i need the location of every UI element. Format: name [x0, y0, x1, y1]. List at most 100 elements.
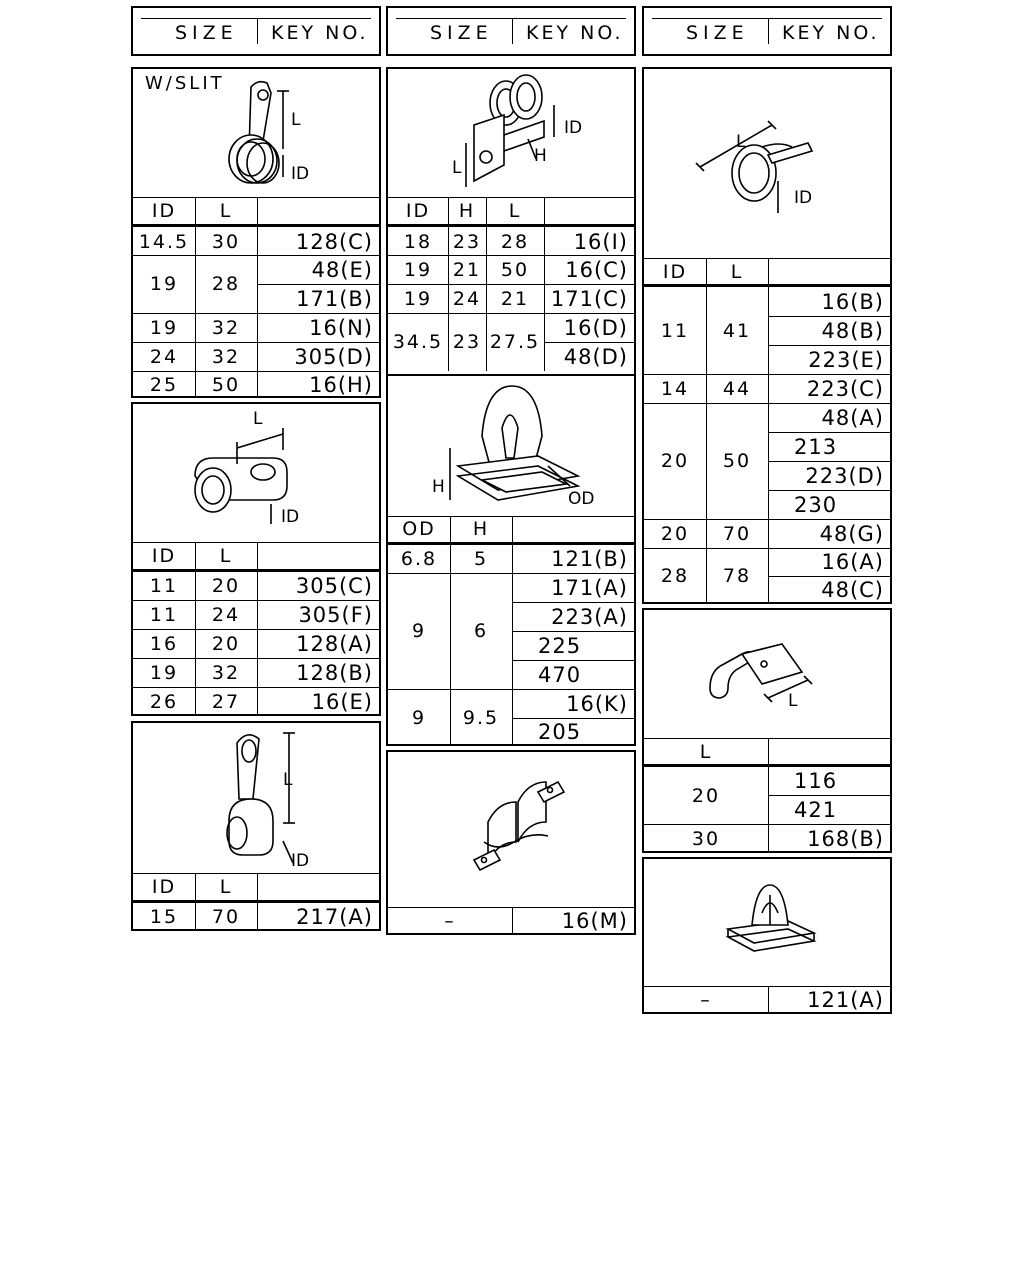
key-number: 16(I)	[573, 229, 628, 254]
column-header: SIZE KEY NO.	[642, 6, 892, 56]
key-number: 230	[794, 492, 838, 517]
table-cell: 23	[452, 331, 482, 353]
table-cell: 70	[211, 906, 241, 928]
size-dash: –	[444, 910, 456, 932]
col-header-id: ID	[151, 200, 177, 222]
table-cell: 11	[149, 575, 179, 597]
table-cell: 24	[211, 603, 241, 626]
dim-id-label: ID	[281, 507, 299, 527]
col-header-h: H	[458, 200, 476, 222]
bracket-clip-drawing: L H ID	[452, 74, 582, 187]
bracket-clip-diagram: L H ID	[388, 69, 634, 197]
key-number: 171(A)	[551, 575, 628, 600]
key-number: 168(B)	[807, 826, 884, 851]
key-number: 48(C)	[821, 578, 884, 602]
flat-tab-clip-diagram: L	[644, 610, 890, 738]
dim-l-label: L	[736, 132, 746, 152]
key-number: 128(C)	[295, 229, 373, 254]
table-cell: 41	[722, 319, 752, 342]
table-cell: 20	[211, 632, 241, 655]
key-number: 223(D)	[805, 463, 884, 488]
table-cell: 25	[149, 373, 179, 396]
key-number: 305(C)	[295, 574, 373, 598]
col-header-id: ID	[405, 200, 431, 222]
table-cell: 50	[500, 258, 530, 281]
table-cell: 32	[211, 316, 241, 339]
key-number: 16(B)	[821, 289, 884, 314]
key-no-header: KEY NO.	[782, 22, 880, 44]
key-number: 16(C)	[565, 257, 628, 282]
table-cell: 24	[452, 287, 482, 310]
key-number: 121(B)	[551, 547, 628, 571]
table-cell: 34.5	[392, 331, 444, 353]
flat-tab-clip-panel: L L 20 116 421 30 168(B)	[642, 608, 892, 853]
slit-clip-diagram: W/SLIT L ID	[133, 69, 379, 197]
saddle-clip-diagram: L ID	[133, 404, 379, 542]
dim-h-label: H	[534, 146, 547, 166]
slit-clip-drawing: L ID	[228, 80, 309, 184]
key-number: 213	[794, 434, 838, 459]
slit-clip-panel: W/SLIT L ID ID L 14.5	[131, 67, 381, 398]
col-header-l: L	[219, 200, 233, 222]
table-cell: 32	[211, 661, 241, 684]
table-cell: 20	[691, 784, 721, 807]
table-cell: 50	[211, 373, 241, 396]
table-cell: 28	[660, 565, 690, 587]
table-cell: 23	[452, 230, 482, 253]
bracket-clip-panel: L H ID ID H L 18 23 28 16(I) 19 21 50 16…	[386, 67, 636, 398]
push-in-clip-diagram: H OD	[388, 376, 634, 516]
key-number: 225	[538, 633, 582, 658]
fir-tree-clip-diagram	[644, 859, 890, 986]
key-number: 470	[538, 662, 582, 687]
table-cell: 9	[411, 620, 427, 642]
table-cell: 19	[149, 273, 179, 295]
double-clip-table: – 16(M)	[388, 907, 634, 935]
long-tab-clip-panel: L ID ID L 15 70 217(A)	[131, 721, 381, 931]
key-number: 128(A)	[296, 631, 373, 656]
table-cell: 16	[149, 632, 179, 655]
push-in-clip-drawing: H OD	[432, 385, 594, 509]
table-cell: 27.5	[489, 331, 541, 353]
key-number: 16(A)	[821, 550, 884, 574]
key-number: 16(D)	[563, 315, 628, 340]
col-header-id: ID	[151, 545, 177, 567]
col-header-id: ID	[662, 260, 688, 283]
table-cell: 19	[149, 661, 179, 684]
key-number: 16(K)	[566, 691, 628, 716]
dim-id-label: ID	[564, 118, 582, 138]
flat-tab-clip-drawing: L	[709, 643, 813, 711]
table-cell: 19	[403, 287, 433, 310]
table-cell: 20	[660, 450, 690, 472]
dim-l-label: L	[452, 158, 462, 178]
slit-clip-table: ID L 14.5 30 128(C) 19 28 48(E) 171(B) 1…	[133, 197, 379, 398]
panel-caption: W/SLIT	[145, 73, 225, 94]
table-cell: 19	[403, 258, 433, 281]
key-number: 205	[538, 720, 582, 744]
key-number: 48(B)	[821, 318, 884, 343]
flat-tab-clip-table: L 20 116 421 30 168(B)	[644, 738, 890, 853]
table-cell: 32	[211, 345, 241, 368]
size-dash: –	[700, 989, 712, 1011]
table-cell: 26	[149, 690, 179, 713]
table-cell: 78	[722, 565, 752, 587]
fir-tree-clip-drawing	[725, 884, 817, 952]
fir-tree-clip-table: – 121(A)	[644, 986, 890, 1014]
dim-id-label: ID	[794, 188, 812, 208]
push-in-clip-table: OD H 6.8 5 121(B) 9 6 171(A) 223(A) 225 …	[388, 516, 634, 746]
key-number: 16(H)	[309, 372, 373, 397]
key-number: 48(D)	[563, 344, 628, 369]
dim-id-label: ID	[291, 164, 309, 184]
col-header-l: L	[508, 200, 522, 222]
key-number: 223(A)	[551, 604, 628, 629]
fir-tree-clip-panel: – 121(A)	[642, 857, 892, 1014]
table-cell: 44	[722, 377, 752, 400]
key-number: 48(E)	[311, 257, 373, 282]
col-header-od: OD	[402, 518, 436, 540]
table-cell: 19	[149, 316, 179, 339]
size-header: SIZE	[686, 22, 749, 44]
key-no-header: KEY NO.	[271, 22, 369, 44]
long-tab-clip-drawing: L ID	[226, 732, 309, 871]
table-cell: 21	[452, 258, 482, 281]
dim-h-label: H	[432, 477, 445, 497]
table-cell: 21	[500, 287, 530, 310]
